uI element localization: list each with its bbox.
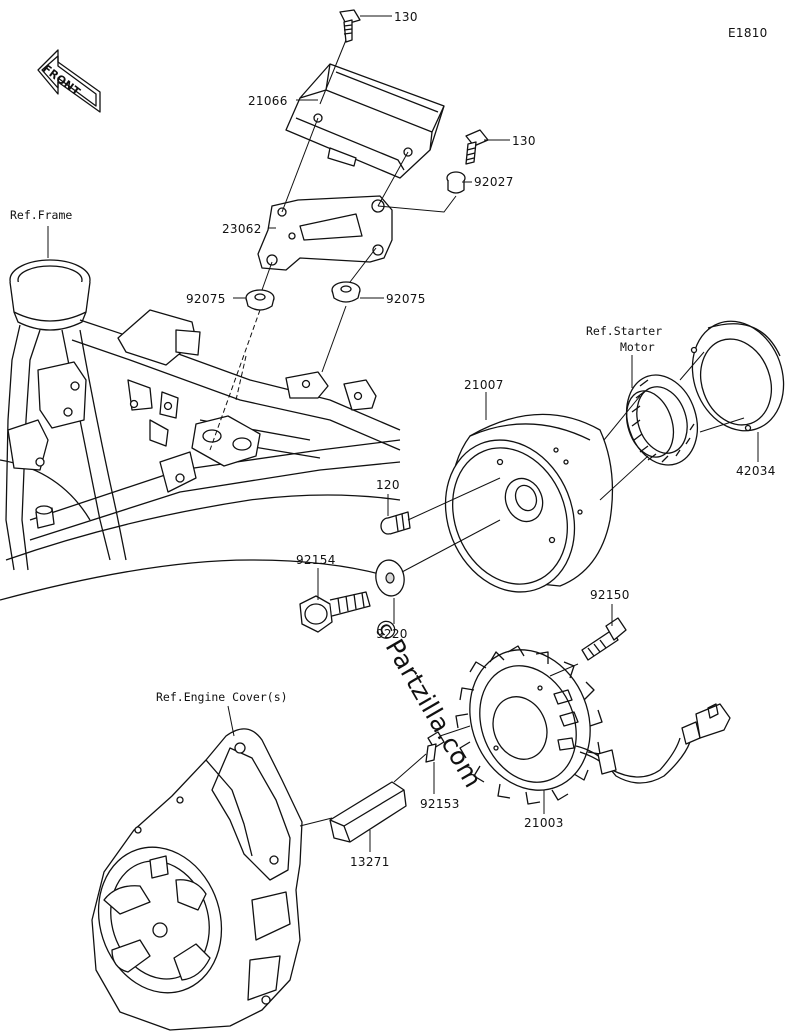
bolt-130-right-drawing [465, 129, 489, 165]
stator-21003-drawing [455, 645, 731, 805]
part-number-92153: 92153 [420, 797, 460, 811]
ref-starter-motor-line1: Ref.Starter [586, 324, 663, 338]
part-number-130-top: 130 [394, 10, 418, 24]
ref-frame-label: Ref.Frame [10, 208, 73, 222]
part-number-120: 120 [376, 478, 400, 492]
ring-42034-drawing [690, 320, 785, 432]
part-number-23062: 23062 [222, 222, 262, 236]
plate-13271-drawing [329, 781, 407, 843]
engine-cover-drawing [91, 728, 303, 1031]
frame-drawing [0, 259, 401, 601]
regulator-drawing [285, 63, 445, 179]
part-number-92075-left: 92075 [186, 292, 226, 306]
bolt-92154-drawing [299, 591, 371, 633]
grommet-92075-left-drawing [245, 289, 275, 311]
washer-9220-drawing [375, 559, 405, 597]
part-number-13271: 13271 [350, 855, 390, 869]
bolt-92150-drawing [581, 617, 627, 661]
leader-lines [47, 15, 759, 852]
rotor-21007-drawing [444, 413, 614, 593]
part-number-92075-right: 92075 [386, 292, 426, 306]
ref-engine-cover-label: Ref.Engine Cover(s) [156, 690, 288, 704]
part-number-9220: 9220 [376, 627, 408, 641]
starter-clutch-drawing [625, 374, 698, 466]
bolt-92153-drawing [425, 731, 445, 763]
part-number-92027: 92027 [474, 175, 514, 189]
ref-starter-motor-line2: Motor [620, 340, 655, 354]
diagram-code: E1810 [728, 26, 768, 40]
part-number-21007: 21007 [464, 378, 504, 392]
front-arrow-icon [37, 49, 101, 113]
grommet-92075-right-drawing [331, 281, 361, 303]
part-number-92154: 92154 [296, 553, 336, 567]
part-number-21066: 21066 [248, 94, 288, 108]
part-number-92150: 92150 [590, 588, 630, 602]
bolt-130-top-drawing [339, 9, 361, 43]
part-number-21003: 21003 [524, 816, 564, 830]
bolt-120-drawing [380, 511, 411, 535]
collar-92027-drawing [446, 171, 466, 194]
part-number-42034: 42034 [736, 464, 776, 478]
part-number-130-right: 130 [512, 134, 536, 148]
bracket-23062-drawing [257, 195, 393, 271]
